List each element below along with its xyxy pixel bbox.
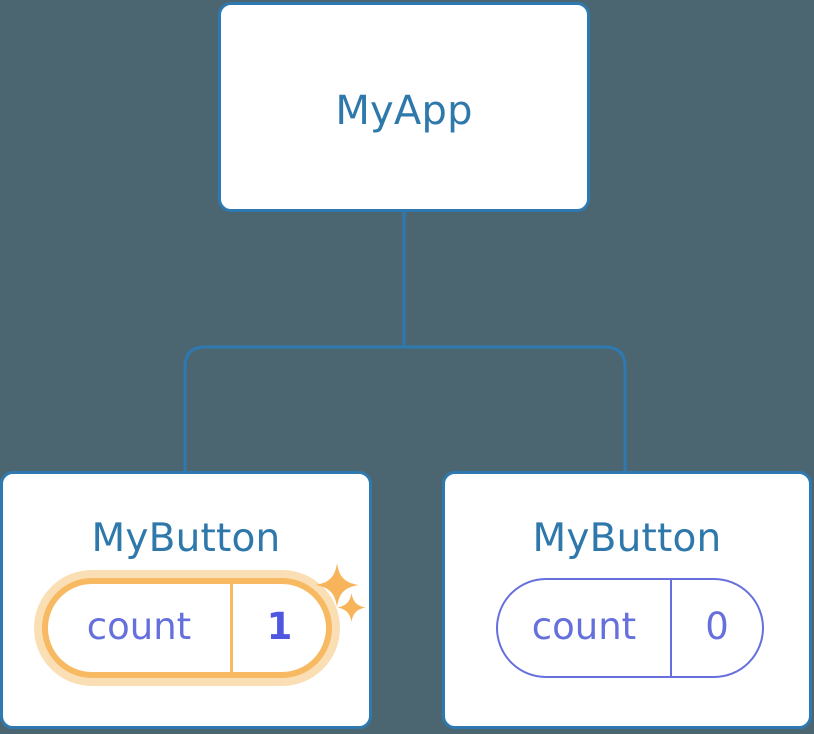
node-myapp[interactable]: MyApp bbox=[218, 2, 590, 212]
node-title-child-right: MyButton bbox=[532, 516, 722, 561]
node-title-root: MyApp bbox=[335, 88, 473, 134]
node-mybutton-right[interactable]: MyButton count 0 bbox=[442, 471, 812, 729]
node-mybutton-left[interactable]: MyButton count 1 bbox=[0, 471, 372, 729]
prop-key-left: count bbox=[86, 604, 192, 648]
prop-pill-wrap-right: count 0 bbox=[496, 578, 764, 678]
node-title-child-left: MyButton bbox=[91, 516, 281, 561]
prop-value-right: 0 bbox=[670, 580, 762, 676]
prop-value-left: 1 bbox=[230, 584, 326, 672]
connector-branch bbox=[183, 345, 627, 471]
prop-pill-plain[interactable]: count 0 bbox=[496, 578, 764, 678]
prop-pill-highlighted[interactable]: count 1 bbox=[42, 578, 332, 678]
prop-pill-wrap-left: count 1 bbox=[42, 578, 332, 678]
prop-key-right: count bbox=[531, 604, 637, 648]
